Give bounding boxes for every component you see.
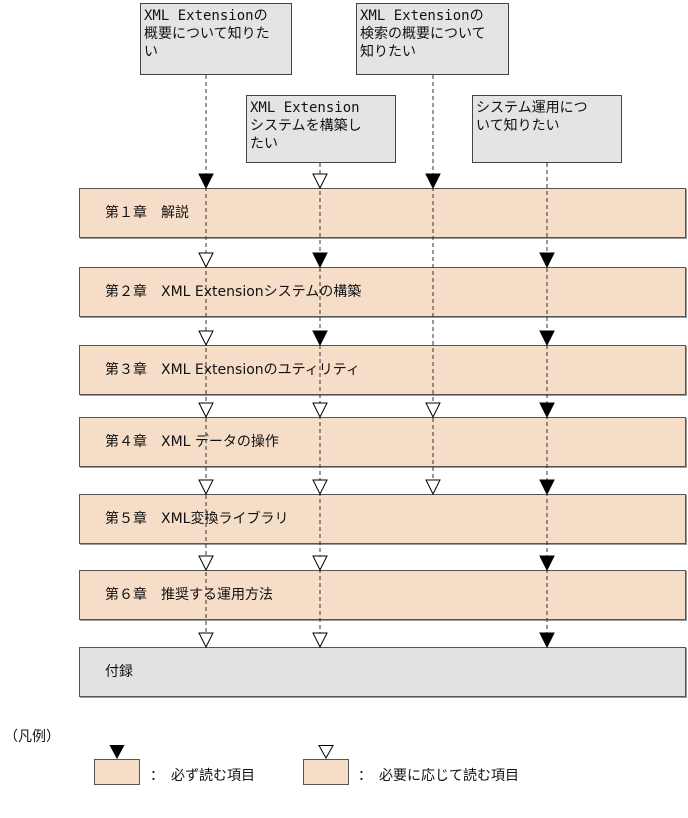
optional-read-arrow-search-5 [425,479,441,496]
chapter-1-box: 第１章 解説 [79,188,686,238]
must-read-arrow-build-3 [312,330,328,347]
optional-read-arrow-overview-4 [198,402,214,419]
optional-read-arrow-build-4 [312,402,328,419]
optional-read-arrow-overview-7 [198,632,214,649]
goal-box-build-system: XML Extension システムを構築し たい [246,95,396,163]
must-read-arrow-operation-6 [539,555,555,572]
must-read-arrow-operation-5 [539,479,555,496]
optional-read-arrow-build-6 [312,555,328,572]
optional-read-arrow-build-5 [312,479,328,496]
goal-box-system-operation: システム運用につ いて知りたい [472,95,622,163]
optional-read-arrow-search-4 [425,402,441,419]
chapter-6-label: 第６章 推奨する運用方法 [105,587,273,603]
must-read-arrow-operation-3 [539,330,555,347]
appendix-box: 付録 [79,647,686,697]
optional-read-arrow-overview-2 [198,252,214,269]
goal-box-search-overview: XML Extensionの 検索の概要について 知りたい [356,3,509,75]
appendix-label: 付録 [105,664,133,680]
must-read-arrow-search-1 [425,173,441,190]
optional-read-arrow-overview-6 [198,555,214,572]
optional-read-arrow-overview-3 [198,330,214,347]
goal-box-overview: XML Extensionの 概要について知りた い [140,3,292,75]
must-read-arrow-operation-7 [539,632,555,649]
legend-optional-box [303,759,349,785]
must-read-arrow-build-2 [312,252,328,269]
legend-must-arrow-icon [109,745,125,759]
chapter-4-label: 第４章 XML データの操作 [105,434,279,450]
legend-must-box [94,759,140,785]
optional-read-arrow-build-7 [312,632,328,649]
must-read-arrow-overview-1 [198,173,214,190]
chapter-3-label: 第３章 XML Extensionのユティリティ [105,362,360,378]
legend-optional-label: ： 必要に応じて読む項目 [358,768,519,784]
must-read-arrow-operation-4 [539,402,555,419]
chapter-4-box: 第４章 XML データの操作 [79,417,686,467]
chapter-3-box: 第３章 XML Extensionのユティリティ [79,345,686,395]
must-read-arrow-operation-2 [539,252,555,269]
optional-read-arrow-overview-5 [198,479,214,496]
chapter-5-label: 第５章 XML変換ライブラリ [105,511,289,527]
legend-title: （凡例） [4,729,60,745]
optional-read-arrow-build-1 [312,173,328,190]
chapter-6-box: 第６章 推奨する運用方法 [79,570,686,620]
chapter-1-label: 第１章 解説 [105,205,189,221]
chapter-5-box: 第５章 XML変換ライブラリ [79,494,686,544]
legend-must-label: ： 必ず読む項目 [150,768,255,784]
legend-optional-arrow-icon [318,745,334,759]
